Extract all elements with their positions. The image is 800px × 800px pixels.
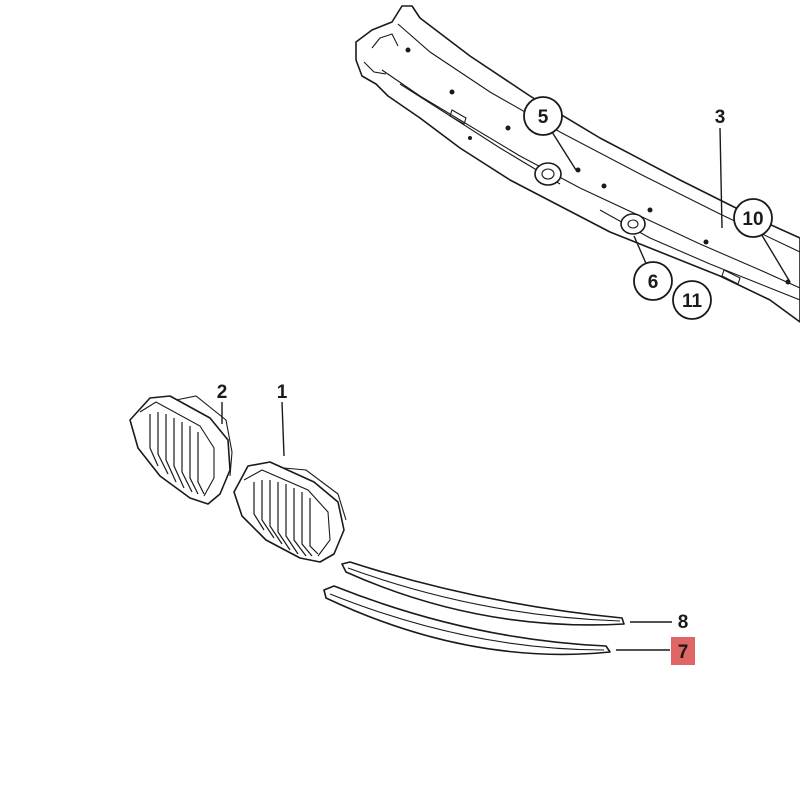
callout-7-highlight [671,637,695,665]
bolt-boss-upper [534,162,562,186]
callout-6: 6 [633,261,673,301]
callout-7: 7 [671,637,695,665]
svg-text:7: 7 [678,642,689,663]
svg-text:10: 10 [742,209,763,230]
trim-strip-lower [323,585,611,656]
kidney-grille-left [129,395,233,505]
mounting-holes [405,47,791,285]
kidney-grille-right [233,461,347,563]
svg-text:2: 2 [217,382,228,403]
svg-text:11: 11 [682,291,703,312]
front-carrier-panel [355,5,800,323]
callout-8: 8 [678,612,689,633]
svg-text:1: 1 [277,382,288,403]
callout-3: 3 [715,107,726,128]
callout-11: 11 [672,280,712,320]
bolt-boss-lower [620,213,646,235]
callout-10: 10 [733,198,773,238]
svg-text:6: 6 [648,272,659,293]
callout-1: 1 [277,382,288,403]
svg-text:8: 8 [678,612,689,633]
svg-text:3: 3 [715,107,726,128]
svg-text:5: 5 [538,107,549,128]
callout-2: 2 [217,382,228,403]
trim-strip-upper [341,561,625,626]
callout-5: 5 [523,96,563,136]
